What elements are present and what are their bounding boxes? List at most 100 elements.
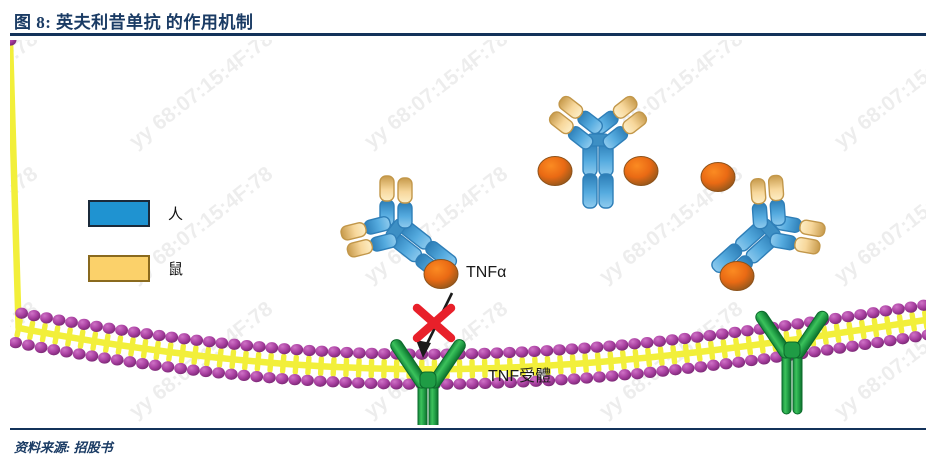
lipid-head [528, 345, 541, 358]
lipid-head [22, 339, 35, 351]
lipid-head [741, 325, 754, 337]
lipid-head [669, 364, 682, 376]
lipid-head [302, 344, 316, 357]
lipid-head [301, 374, 314, 387]
lipid-head [186, 364, 200, 376]
lipid-head [694, 361, 708, 373]
lipid-head [227, 338, 241, 350]
lipid-head [351, 377, 365, 389]
lipid-head [237, 369, 251, 382]
lipid-head [732, 356, 746, 368]
diagram-artwork [10, 40, 926, 425]
lipid-head [27, 309, 41, 322]
lipid-head [60, 346, 73, 358]
lipid-head [896, 333, 910, 345]
lipid-head [529, 375, 543, 387]
lipid-head [578, 342, 591, 354]
lipid-head [921, 329, 926, 341]
lipid-head [250, 370, 264, 383]
lipid-head [465, 348, 479, 360]
lipid-head [177, 333, 191, 345]
legend-label-human: 人 [168, 207, 184, 223]
lipid-head [365, 347, 379, 360]
lipid-head [240, 339, 254, 352]
lipid-head [275, 373, 289, 385]
lipid-head [165, 331, 179, 343]
lipid-head [745, 354, 758, 367]
lipid-head [491, 377, 505, 389]
lipid-head [846, 340, 859, 352]
lipid-tail-link [10, 40, 22, 332]
legend: 人 鼠 [88, 200, 183, 310]
lipid-head [841, 310, 855, 323]
tnf-receptor-center [390, 339, 466, 425]
lipid-head [757, 353, 771, 365]
tnf-alpha-label: TNFα [466, 264, 507, 281]
lipid-head [123, 356, 137, 368]
lipid-head [265, 342, 279, 354]
lipid-head [390, 378, 403, 390]
lipid-head [10, 40, 17, 46]
lipid-head [327, 346, 341, 358]
lipid-head [631, 368, 644, 380]
lipid-head [504, 376, 517, 389]
lipid-head [871, 336, 884, 349]
lipid-head [136, 357, 149, 370]
lipid-head [833, 342, 847, 354]
lipid-head [690, 331, 704, 343]
lipid-head [778, 320, 792, 332]
antibody-right [684, 160, 839, 314]
lipid-head [428, 348, 441, 360]
lipid-head [665, 334, 679, 346]
lipid-head [10, 336, 22, 349]
lipid-head [791, 318, 805, 330]
legend-swatch-mouse [88, 255, 150, 282]
lipid-head [377, 348, 391, 360]
lipid-head [127, 326, 141, 338]
lipid-head [52, 314, 66, 326]
lipid-head [580, 372, 594, 384]
lipid-head [656, 365, 670, 377]
lipid-head [15, 307, 28, 319]
lipid-head [72, 348, 86, 360]
lipid-head [618, 369, 632, 381]
lipid-head [515, 346, 529, 358]
lipid-head [707, 359, 720, 371]
lipid-head [829, 312, 842, 325]
lipid-head [892, 303, 905, 315]
lipid-head [808, 346, 821, 358]
lipid-head [290, 343, 304, 356]
lipid-head [503, 346, 516, 359]
tnf-alpha-blob [719, 261, 755, 291]
lipid-head [590, 341, 604, 353]
lipid-head [883, 334, 897, 347]
lipid-bilayer [10, 40, 926, 390]
lipid-head [34, 341, 48, 354]
lipid-head [190, 334, 204, 346]
lipid-head [643, 366, 657, 379]
lipid-head [553, 344, 566, 356]
lipid-head [605, 370, 619, 382]
figure-title: 图 8: 英夫利昔单抗 的作用机制 [14, 13, 254, 32]
block-x-icon [412, 303, 456, 343]
lipid-head [340, 346, 354, 359]
lipid-head [678, 332, 692, 345]
lipid-head [715, 328, 729, 340]
antibody-free [328, 160, 482, 313]
lipid-head [47, 344, 61, 356]
lipid-head [315, 345, 329, 357]
lipid-head [681, 362, 695, 374]
lipid-head [402, 378, 416, 390]
legend-swatch-human [88, 200, 150, 227]
figure-source: 资料来源: 招股书 [14, 440, 113, 455]
lipid-head [339, 376, 352, 389]
lipid-head [115, 324, 128, 336]
lipid-head [252, 341, 266, 353]
lipid-head [593, 371, 606, 383]
lipid-head [199, 365, 213, 378]
lipid-head [453, 378, 467, 390]
source-divider [10, 428, 926, 430]
lipid-head [140, 328, 154, 340]
